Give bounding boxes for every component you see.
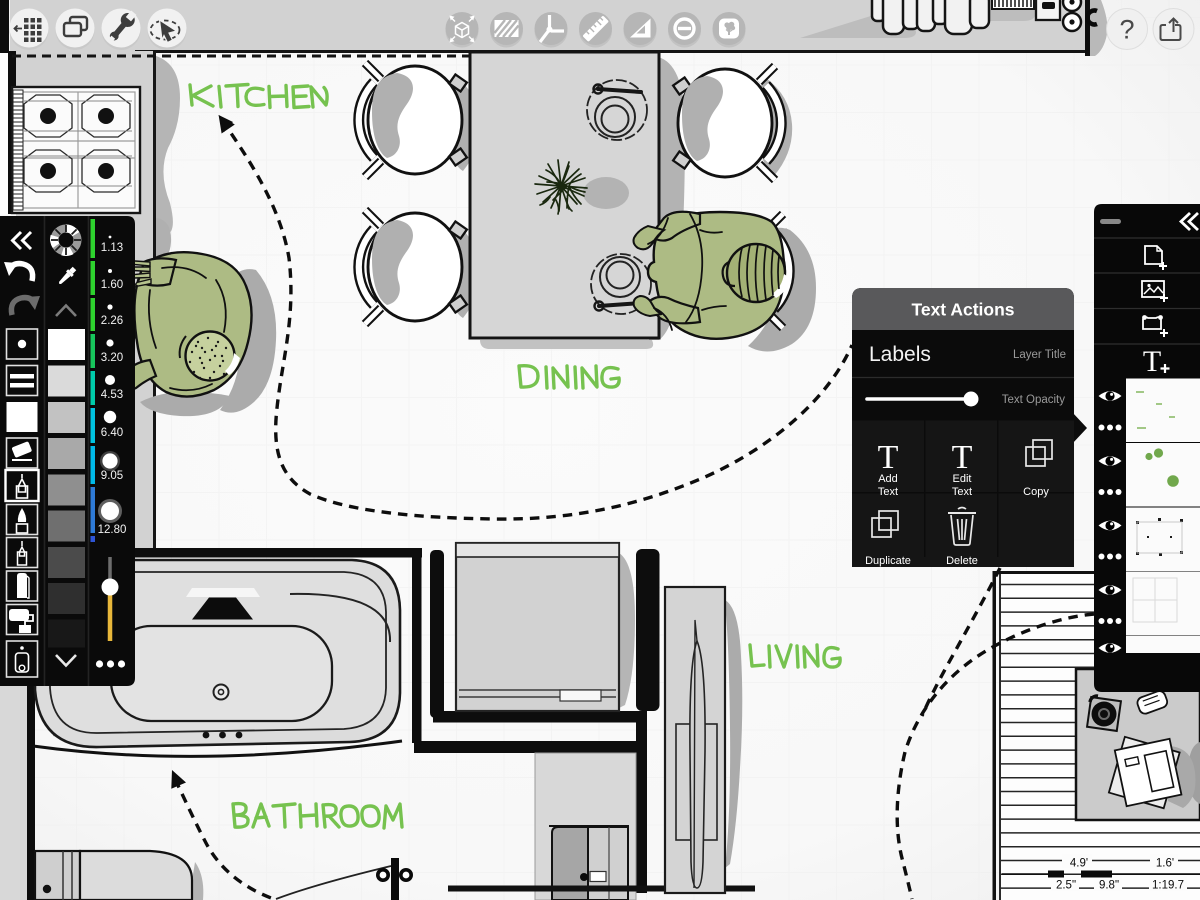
svg-text:3.20: 3.20 <box>101 352 123 364</box>
svg-text:4.9': 4.9' <box>1070 858 1088 870</box>
svg-text:6.40: 6.40 <box>101 427 123 439</box>
svg-text:T: T <box>952 439 973 476</box>
svg-text:Delete: Delete <box>946 555 978 567</box>
svg-text:9.05: 9.05 <box>101 470 123 482</box>
svg-text:?: ? <box>1119 15 1134 45</box>
svg-text:T: T <box>1143 345 1161 378</box>
svg-text:1.6': 1.6' <box>1156 858 1174 870</box>
svg-text:Text Actions: Text Actions <box>911 300 1014 320</box>
svg-text:Layer Title: Layer Title <box>1013 349 1066 361</box>
svg-text:T: T <box>878 439 899 476</box>
svg-text:Duplicate: Duplicate <box>865 555 911 567</box>
svg-text:2.26: 2.26 <box>101 315 123 327</box>
svg-text:Labels: Labels <box>869 343 931 366</box>
svg-text:Text: Text <box>878 486 898 498</box>
svg-text:1.60: 1.60 <box>101 279 123 291</box>
svg-text:12.80: 12.80 <box>98 524 127 536</box>
svg-text:1:19.7: 1:19.7 <box>1152 880 1184 892</box>
svg-text:Edit: Edit <box>953 473 972 485</box>
svg-text:Add: Add <box>878 473 898 485</box>
svg-text:Text Opacity: Text Opacity <box>1002 394 1066 406</box>
svg-text:9.8": 9.8" <box>1099 880 1119 892</box>
svg-text:Copy: Copy <box>1023 486 1049 498</box>
svg-text:Text: Text <box>952 486 972 498</box>
svg-text:2.5": 2.5" <box>1056 880 1076 892</box>
svg-text:4.53: 4.53 <box>101 389 123 401</box>
svg-text:1.13: 1.13 <box>101 242 123 254</box>
